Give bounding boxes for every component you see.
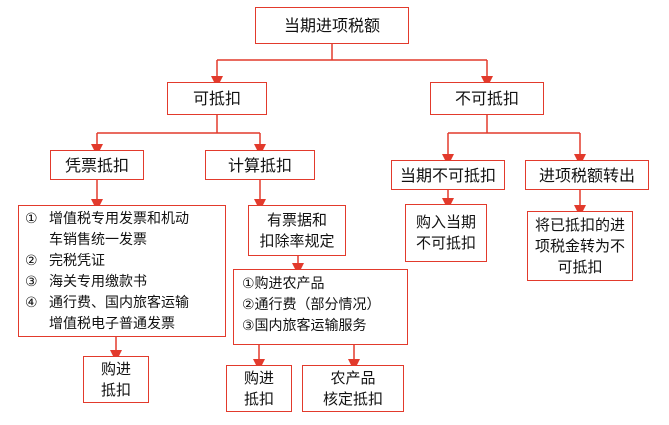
node-buy-deduct-1: 购进抵扣 bbox=[83, 356, 149, 403]
node-transfer-desc: 将已抵扣的进项税金转为不可抵扣 bbox=[527, 211, 633, 281]
node-calc-list: ①购进农产品 ②通行费（部分情况） ③国内旅客运输服务 bbox=[233, 269, 408, 345]
node-invoice-rate: 有票据和扣除率规定 bbox=[248, 205, 346, 256]
node-buy-deduct-2: 购进抵扣 bbox=[226, 365, 292, 412]
node-purchase-current: 购入当期不可抵扣 bbox=[405, 204, 487, 262]
node-root: 当期进项税额 bbox=[255, 7, 409, 44]
node-transfer-out: 进项税额转出 bbox=[525, 160, 649, 190]
node-agri-deduct: 农产品核定抵扣 bbox=[302, 365, 404, 412]
node-non-deductible: 不可抵扣 bbox=[430, 82, 544, 115]
node-voucher: 凭票抵扣 bbox=[50, 150, 144, 180]
node-current-non-deductible: 当期不可抵扣 bbox=[391, 160, 505, 190]
node-deductible: 可抵扣 bbox=[167, 82, 267, 115]
node-calc: 计算抵扣 bbox=[205, 150, 315, 180]
